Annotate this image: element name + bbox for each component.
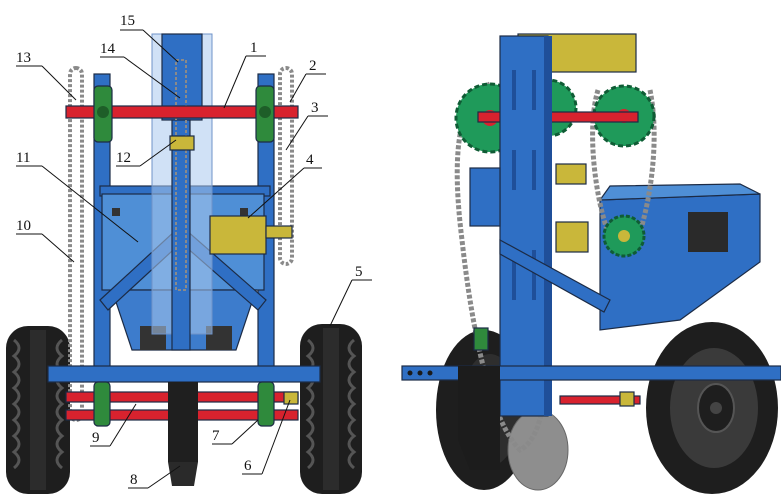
front-view	[6, 33, 362, 494]
callout-8: 8	[130, 472, 138, 488]
callout-15: 15	[120, 13, 135, 29]
callout-13: 13	[16, 50, 31, 66]
gear-motor	[209, 215, 293, 255]
lower-shaft	[559, 395, 641, 405]
left-chain	[68, 66, 84, 422]
callout-11: 11	[16, 150, 30, 166]
center-bearing	[169, 135, 195, 151]
furrow-opener	[168, 382, 198, 486]
callout-6: 6	[244, 458, 252, 474]
main-axle-beam	[47, 365, 321, 383]
opener	[458, 366, 500, 470]
callout-10: 10	[16, 218, 31, 234]
rear-wheel	[646, 322, 778, 494]
callout-7: 7	[212, 428, 220, 444]
right-wheel	[300, 324, 362, 494]
diagonal-brace	[499, 238, 611, 313]
sprocket-lower	[602, 214, 646, 258]
left-wheel	[6, 326, 70, 494]
callout-14: 14	[100, 41, 116, 57]
perspective-view	[401, 33, 781, 494]
drive-shaft	[477, 111, 639, 123]
vertical-strut	[171, 119, 191, 351]
upper-drive-shaft	[65, 105, 299, 119]
callout-9: 9	[92, 430, 100, 446]
green-clamp	[473, 327, 489, 351]
right-bearing-block	[255, 85, 275, 143]
callout-labels: 15 14 13 1 2 3 12 4 11 10	[16, 13, 372, 489]
callout-2: 2	[309, 58, 317, 74]
callout-5: 5	[355, 264, 363, 280]
callout-1: 1	[250, 40, 258, 56]
main-upright	[499, 35, 549, 417]
side-bracket	[469, 167, 501, 227]
callout-3: 3	[311, 100, 319, 116]
right-chain	[278, 66, 294, 266]
left-bearing-block	[93, 85, 113, 143]
callout-12: 12	[116, 150, 131, 166]
callout-4: 4	[306, 152, 314, 168]
